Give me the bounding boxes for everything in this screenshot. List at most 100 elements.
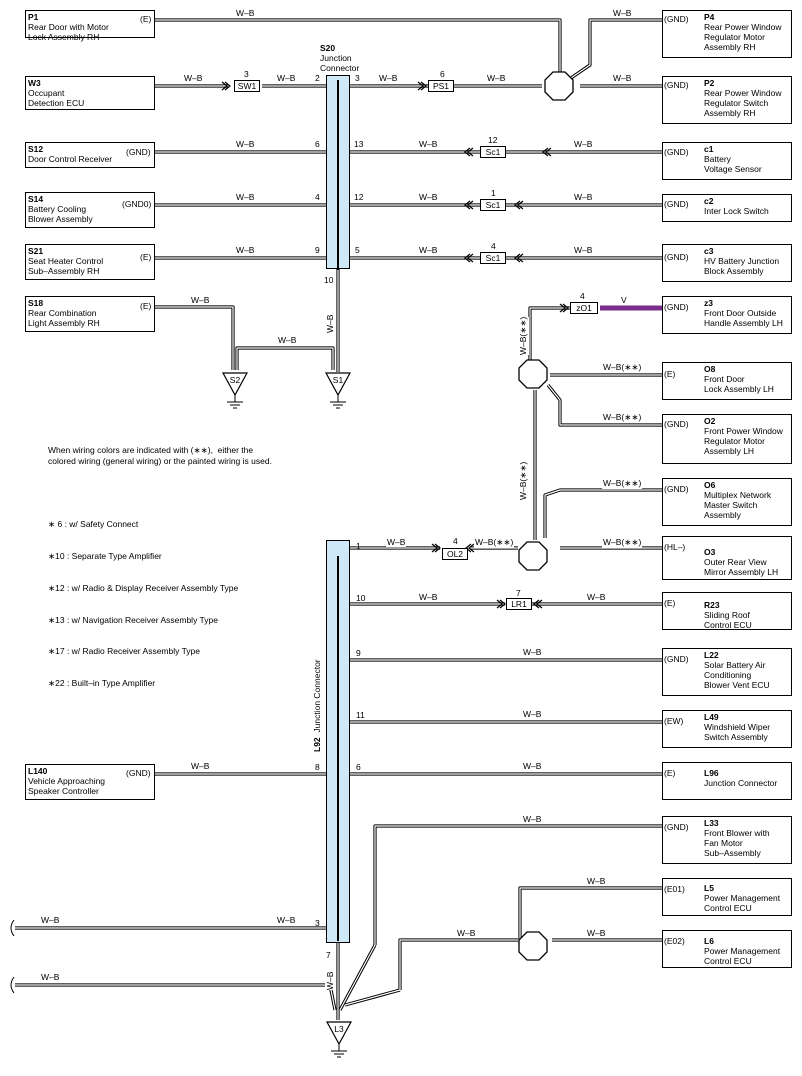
connector-pin: 4 bbox=[580, 291, 585, 301]
connector-pin: 3 bbox=[244, 69, 249, 79]
component-desc: Junction Connector bbox=[704, 778, 778, 788]
terminal-label: (GND) bbox=[664, 654, 689, 664]
splice-octagon bbox=[544, 71, 574, 101]
terminal-label: (GND) bbox=[664, 147, 689, 157]
component-o6 bbox=[662, 478, 792, 526]
component-l96 bbox=[662, 762, 792, 800]
terminal-label: (E) bbox=[140, 14, 152, 24]
wire-label: W–B bbox=[277, 335, 298, 345]
wire-label: W–B bbox=[235, 192, 256, 202]
wire-label: W–B bbox=[190, 295, 211, 305]
wire-label: W–B bbox=[586, 876, 607, 886]
component-p1 bbox=[25, 10, 155, 38]
wire-label: W–B bbox=[235, 245, 256, 255]
wire-label: W–B bbox=[386, 537, 407, 547]
component-desc: Sliding Roof Control ECU bbox=[704, 610, 752, 630]
connector-lr1: LR1 bbox=[506, 598, 532, 610]
wire-label: W–B bbox=[418, 139, 439, 149]
pin-label: 3 bbox=[315, 918, 320, 928]
wire-label: W–B bbox=[522, 709, 543, 719]
connector-ol2: OL2 bbox=[442, 548, 468, 560]
terminal-label: (GND) bbox=[664, 199, 689, 209]
terminal-label: (GND) bbox=[664, 419, 689, 429]
connector-pin: 4 bbox=[453, 536, 458, 546]
terminal-label: (HL–) bbox=[664, 542, 686, 552]
component-code: W3 bbox=[28, 78, 41, 88]
wire-label: W–B(∗∗) bbox=[602, 537, 643, 548]
wire-label: W–B bbox=[418, 192, 439, 202]
s20-code: S20 bbox=[320, 43, 336, 53]
wire-label: W–B bbox=[522, 761, 543, 771]
note-item: ∗22 : Built–in Type Amplifier bbox=[48, 678, 156, 689]
component-s21 bbox=[25, 244, 155, 280]
connector-sc1: Sc1 bbox=[480, 146, 506, 158]
wire-label: W–B(∗∗) bbox=[602, 478, 643, 489]
component-p2 bbox=[662, 76, 792, 124]
connector-sc1: Sc1 bbox=[480, 199, 506, 211]
component-desc: Front Door Lock Assembly LH bbox=[704, 374, 774, 394]
terminal-label: (GND) bbox=[664, 14, 689, 24]
s20-name1: Junction bbox=[320, 53, 352, 63]
splice-octagon bbox=[518, 931, 548, 961]
wire-label: W–B bbox=[40, 972, 61, 982]
connector-ps1: PS1 bbox=[428, 80, 454, 92]
component-code: R23 bbox=[704, 600, 720, 610]
component-code: L33 bbox=[704, 818, 719, 828]
component-desc: Rear Power Window Regulator Switch Assem… bbox=[704, 88, 782, 118]
wire-label: W–B bbox=[40, 915, 61, 925]
wire-label: W–B bbox=[183, 73, 204, 83]
component-code: S18 bbox=[28, 298, 44, 308]
wire-label: W–B bbox=[573, 245, 594, 255]
terminal-label: (GND0) bbox=[122, 199, 152, 209]
note-item: ∗12 : w/ Radio & Display Receiver Assemb… bbox=[48, 582, 239, 593]
component-code: S12 bbox=[28, 144, 44, 154]
component-desc: Front Power Window Regulator Motor Assem… bbox=[704, 426, 783, 456]
component-code: P1 bbox=[28, 12, 39, 22]
pin-label: 7 bbox=[326, 950, 331, 960]
component-desc: Vehicle Approaching Speaker Controller bbox=[28, 776, 106, 796]
wire-label: W–B bbox=[325, 314, 335, 333]
wire-label: W–B bbox=[586, 928, 607, 938]
component-c1 bbox=[662, 142, 792, 180]
component-p4 bbox=[662, 10, 792, 58]
s20-name2: Connector bbox=[320, 63, 360, 73]
pin-label: 11 bbox=[356, 710, 365, 720]
pin-label: 4 bbox=[315, 192, 320, 202]
pin-label: 10 bbox=[356, 593, 366, 603]
component-code: z3 bbox=[704, 298, 713, 308]
component-code: c2 bbox=[704, 196, 714, 206]
wire-label: W–B bbox=[418, 245, 439, 255]
terminal-label: (E) bbox=[664, 768, 676, 778]
component-code: O2 bbox=[704, 416, 716, 426]
component-o2 bbox=[662, 414, 792, 464]
component-desc: Windshield Wiper Switch Assembly bbox=[704, 722, 771, 742]
wire-label: W–B bbox=[522, 814, 543, 824]
l92-code: L92 bbox=[312, 737, 322, 752]
component-desc: Rear Combination Light Assembly RH bbox=[28, 308, 100, 328]
component-c2 bbox=[662, 194, 792, 222]
pin-label: 12 bbox=[354, 192, 364, 202]
component-desc: Power Management Control ECU bbox=[704, 946, 781, 966]
wire-label: W–B bbox=[573, 192, 594, 202]
l92-label: L92 Junction Connector bbox=[312, 659, 322, 752]
component-desc: Solar Battery Air Conditioning Blower Ve… bbox=[704, 660, 770, 690]
wire-label: W–B bbox=[522, 647, 543, 657]
component-desc: Occupant Detection ECU bbox=[28, 88, 85, 108]
component-desc: Inter Lock Switch bbox=[704, 206, 769, 216]
ground-s2-label: S2 bbox=[229, 375, 241, 385]
component-z3 bbox=[662, 296, 792, 334]
component-l5 bbox=[662, 878, 792, 916]
connector-pin: 1 bbox=[491, 188, 496, 198]
connector-zo1: zO1 bbox=[570, 302, 598, 314]
wire-label: W–B bbox=[276, 915, 297, 925]
